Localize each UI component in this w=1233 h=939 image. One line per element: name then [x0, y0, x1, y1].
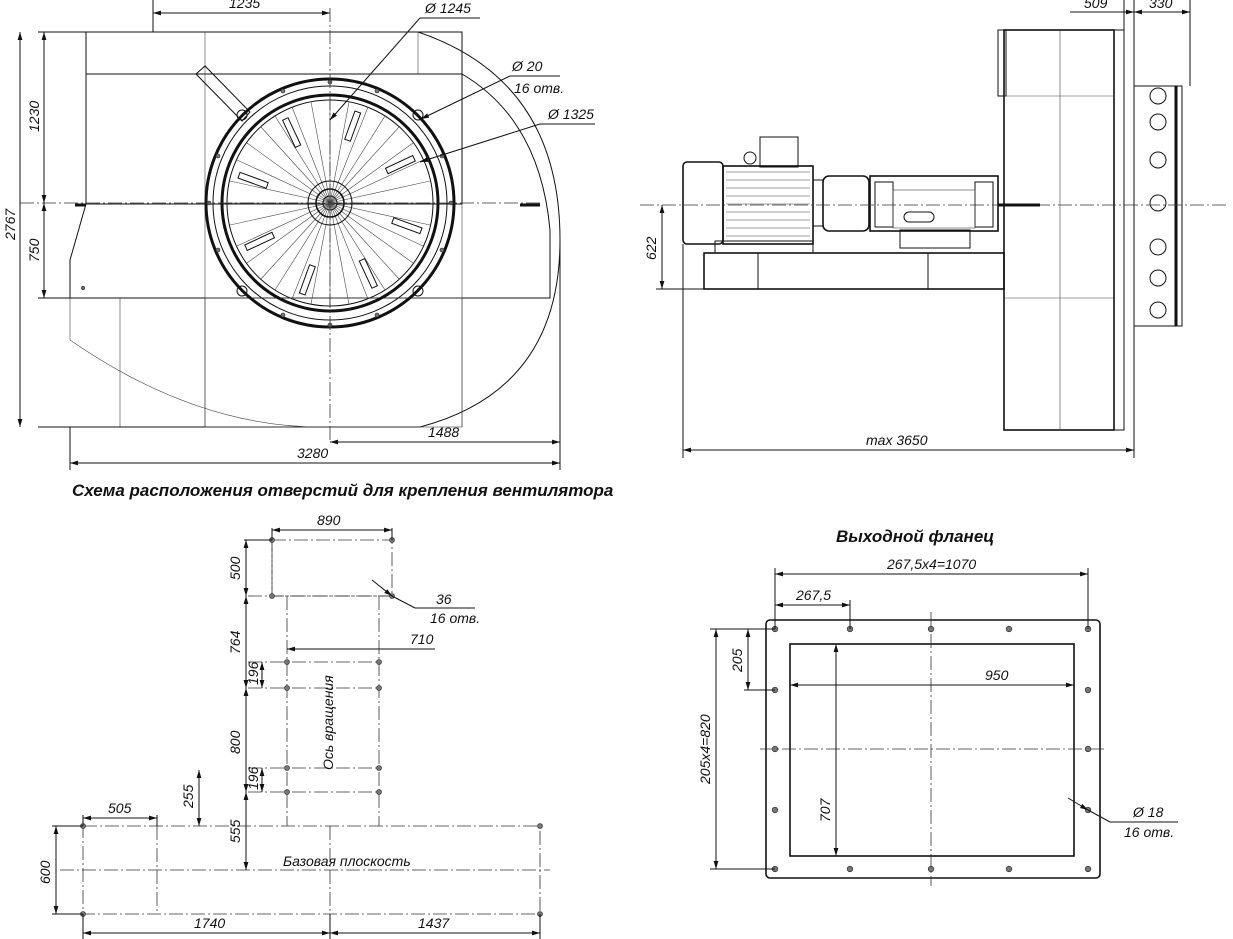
dim-3280: 3280 — [297, 445, 328, 461]
dim-1230: 1230 — [26, 101, 42, 132]
dim-196-top: 196 — [245, 661, 261, 685]
dim-max-3650: max 3650 — [866, 432, 928, 448]
dim-555: 555 — [227, 819, 243, 843]
dim-1740: 1740 — [194, 915, 225, 931]
dim-500: 500 — [227, 556, 243, 580]
dim-dia-1245: Ø 1245 — [424, 0, 471, 16]
dim-1070: 267,5x4=1070 — [886, 556, 976, 572]
dim-267-5: 267,5 — [795, 587, 831, 603]
dim-622: 622 — [643, 236, 659, 260]
dim-dia-18: Ø 18 — [1132, 804, 1164, 820]
dim-dia-1325: Ø 1325 — [547, 106, 594, 122]
outlet-flange-title: Выходной фланец — [836, 527, 994, 546]
dim-707: 707 — [817, 797, 833, 822]
dim-750: 750 — [26, 238, 42, 262]
outlet-flange — [760, 612, 1106, 886]
dim-2767: 2767 — [2, 208, 18, 241]
dim-1235: 1235 — [229, 0, 260, 11]
mounting-scheme-title: Схема расположения отверстий для креплен… — [72, 481, 613, 500]
dim-205: 205 — [729, 648, 745, 673]
outlet-flange-dimensions: 267,5x4=1070 267,5 205 205x4=820 950 707… — [697, 556, 1178, 870]
dim-255: 255 — [180, 784, 196, 809]
dim-600: 600 — [37, 860, 53, 884]
dim-764: 764 — [227, 630, 243, 654]
dim-196-bottom: 196 — [245, 766, 261, 790]
dim-1437: 1437 — [418, 915, 450, 931]
dim-820: 205x4=820 — [697, 714, 713, 785]
dim-710: 710 — [410, 631, 434, 647]
side-view-dimensions: 509 330 622 max 3650 — [643, 0, 1191, 458]
label-rotation-axis: Ось вращения — [320, 675, 336, 770]
label-base-plane: Базовая плоскость — [283, 853, 411, 869]
dim-330: 330 — [1149, 0, 1173, 11]
side-view — [640, 29, 1228, 431]
front-view — [20, 8, 561, 440]
dim-505: 505 — [108, 800, 132, 816]
dim-1488: 1488 — [428, 424, 459, 440]
dim-890: 890 — [317, 512, 341, 528]
dim-holes-16: 16 отв. — [514, 80, 564, 96]
front-view-dimensions: 1235 Ø 1245 Ø 20 16 отв. Ø 1325 2767 123… — [2, 0, 595, 470]
mounting-scheme — [60, 537, 550, 917]
dim-holes-16-flange: 16 отв. — [1124, 824, 1174, 840]
dim-950: 950 — [985, 667, 1009, 683]
dim-holes-16-mount: 16 отв. — [430, 610, 480, 626]
dim-dia-20: Ø 20 — [511, 58, 543, 74]
dim-509: 509 — [1084, 0, 1108, 11]
dim-36: 36 — [436, 591, 452, 607]
mounting-scheme-dimensions: 890 36 16 отв. 710 500 764 196 800 196 5… — [37, 512, 541, 939]
dim-800: 800 — [227, 730, 243, 754]
